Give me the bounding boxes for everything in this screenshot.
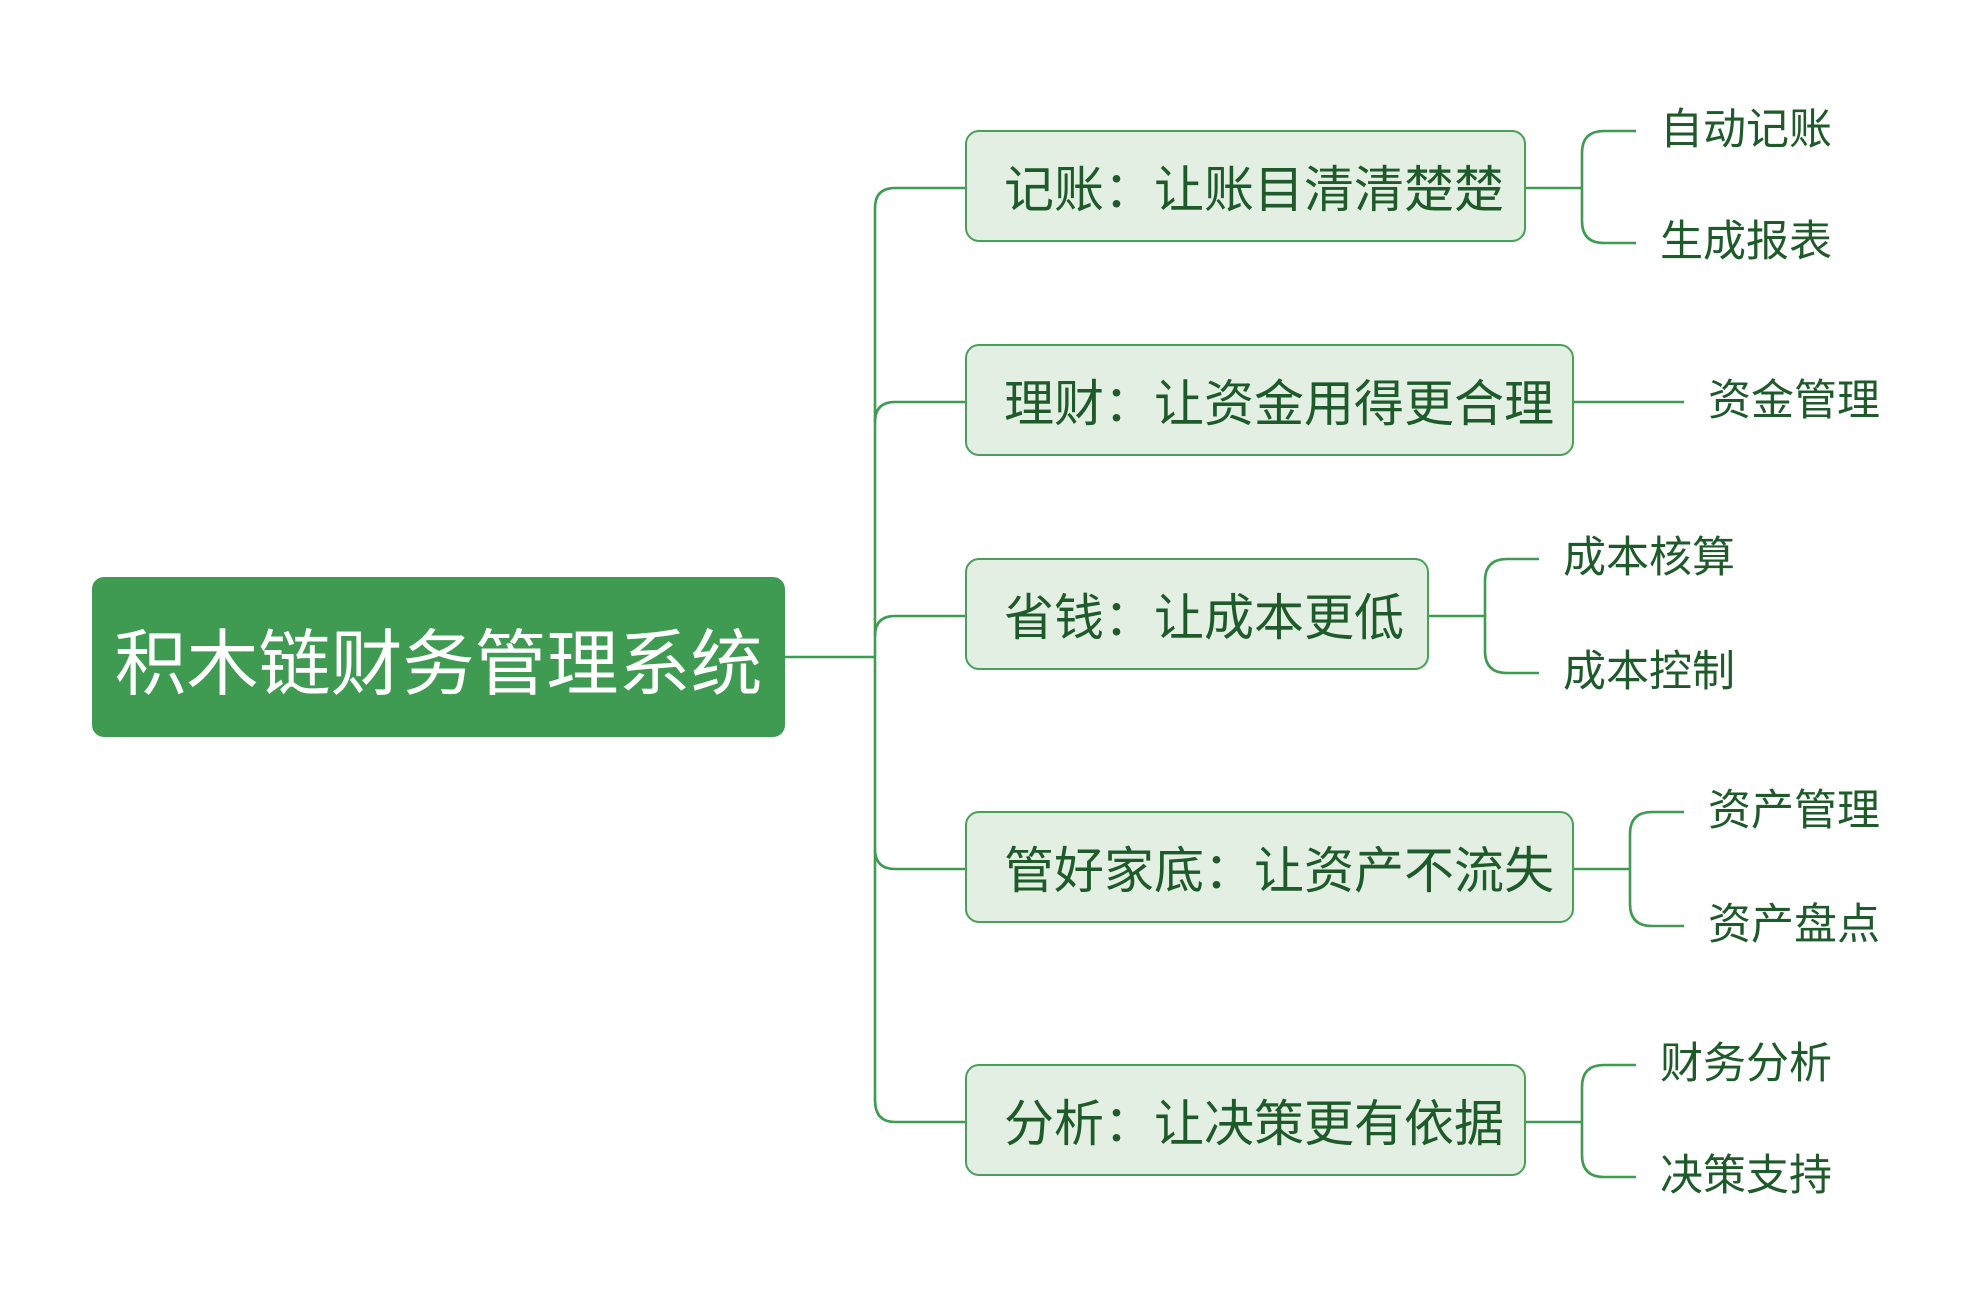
branch-link-4 (873, 848, 965, 871)
branch-link-3 (873, 614, 965, 637)
leaf-node[interactable]: 决策支持 (1660, 1151, 1832, 1201)
leaf-node[interactable]: 资产管理 (1708, 786, 1880, 836)
leaf-node[interactable]: 财务分析 (1660, 1039, 1832, 1089)
branch-link-2 (873, 400, 965, 423)
root-label: 积木链财务管理系统 (114, 621, 763, 706)
leaf-node[interactable]: 成本控制 (1563, 647, 1735, 697)
branch-node-analysis[interactable]: 分析：让决策更有依据 (965, 1064, 1526, 1176)
leaf-node[interactable]: 成本核算 (1563, 533, 1735, 583)
child-links-3 (1429, 557, 1539, 675)
branch-link-5 (873, 1099, 965, 1124)
child-links-1 (1526, 129, 1636, 245)
child-links-4 (1574, 810, 1684, 928)
branch-label: 分析：让决策更有依据 (1004, 1095, 1504, 1153)
branch-node-wealth[interactable]: 理财：让资金用得更合理 (965, 344, 1574, 456)
leaf-node[interactable]: 自动记账 (1660, 105, 1832, 155)
branch-label: 理财：让资金用得更合理 (1004, 375, 1554, 433)
leaf-node[interactable]: 生成报表 (1660, 217, 1832, 267)
branch-node-bookkeeping[interactable]: 记账：让账目清清楚楚 (965, 130, 1526, 242)
branch-label: 记账：让账目清清楚楚 (1004, 161, 1504, 219)
branch-node-assets[interactable]: 管好家底：让资产不流失 (965, 811, 1574, 923)
leaf-node[interactable]: 资产盘点 (1708, 900, 1880, 950)
branch-label: 管好家底：让资产不流失 (1004, 842, 1554, 900)
child-links-5 (1526, 1063, 1636, 1179)
leaf-node[interactable]: 资金管理 (1708, 376, 1880, 426)
root-node[interactable]: 积木链财务管理系统 (92, 577, 785, 737)
branch-link-1 (873, 186, 965, 209)
branch-node-cost-saving[interactable]: 省钱：让成本更低 (965, 558, 1429, 670)
branch-label: 省钱：让成本更低 (1004, 589, 1404, 647)
